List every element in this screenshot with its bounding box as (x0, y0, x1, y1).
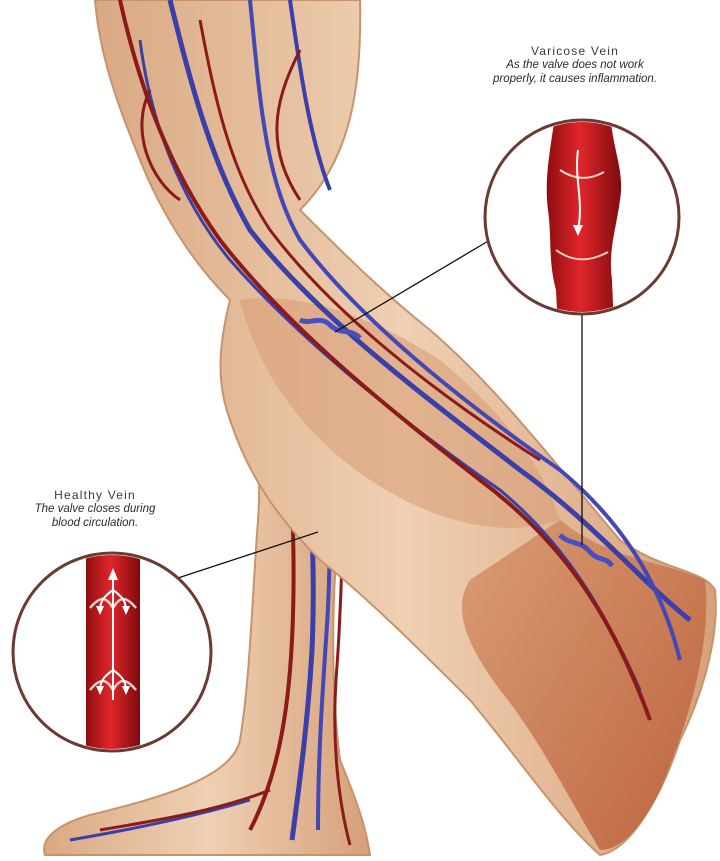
healthy-vein-description-line1: The valve closes during (0, 502, 190, 516)
healthy-vein-title: Healthy Vein (0, 488, 190, 502)
healthy-vein-inset (13, 550, 211, 760)
healthy-vein-description-line2: blood circulation. (0, 516, 190, 530)
varicose-vein-callout-text: Varicose Vein As the valve does not work… (440, 44, 710, 86)
front-foot-muscle (462, 520, 706, 850)
varicose-vein-description-line1: As the valve does not work (440, 58, 710, 72)
varicose-vein-title: Varicose Vein (440, 44, 710, 58)
varicose-vein-inset (485, 110, 679, 330)
varicose-vessel (547, 110, 621, 330)
varicose-vein-description-line2: properly, it causes inflammation. (440, 72, 710, 86)
healthy-vein-callout-text: Healthy Vein The valve closes during blo… (0, 488, 190, 530)
